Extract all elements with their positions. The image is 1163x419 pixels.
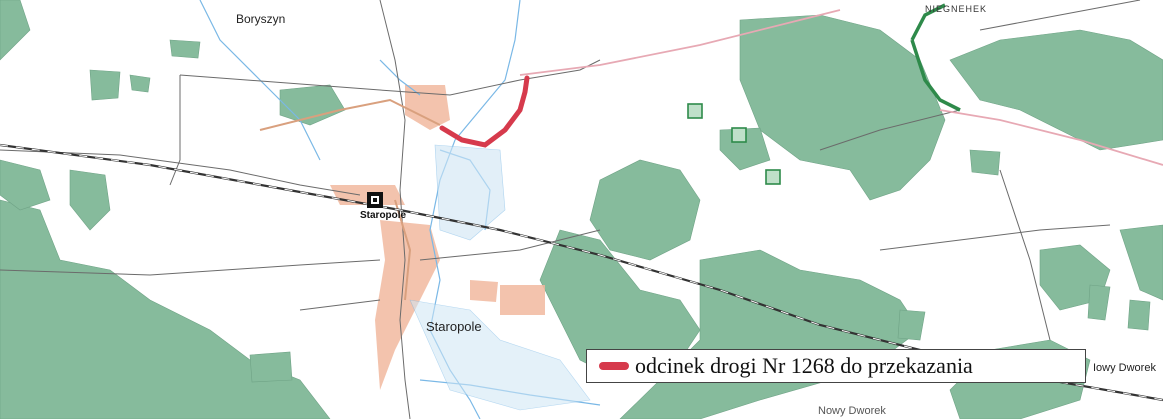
place-label-nowy-dworek-right: Iowy Dworek — [1093, 362, 1156, 374]
place-label-nowy-dworek-bottom: Nowy Dworek — [818, 405, 886, 417]
map-legend: odcinek drogi Nr 1268 do przekazania — [586, 349, 1086, 383]
parcels — [687, 103, 781, 185]
place-label-boryszyn: Boryszyn — [236, 12, 286, 26]
wetland-area — [409, 144, 591, 411]
place-label-staropole: Staropole — [426, 319, 482, 334]
highlighted-road-1268 — [439, 75, 530, 148]
place-label-staropole-station: Staropole — [360, 210, 407, 221]
railway-station-icon — [367, 192, 383, 208]
admin-boundaries — [519, 3, 1163, 166]
legend-text: odcinek drogi Nr 1268 do przekazania — [635, 353, 973, 378]
main-road-orange — [259, 98, 441, 301]
place-label-top-right: NIEGNEHEK — [925, 4, 988, 14]
legend-swatch-road — [599, 362, 629, 370]
